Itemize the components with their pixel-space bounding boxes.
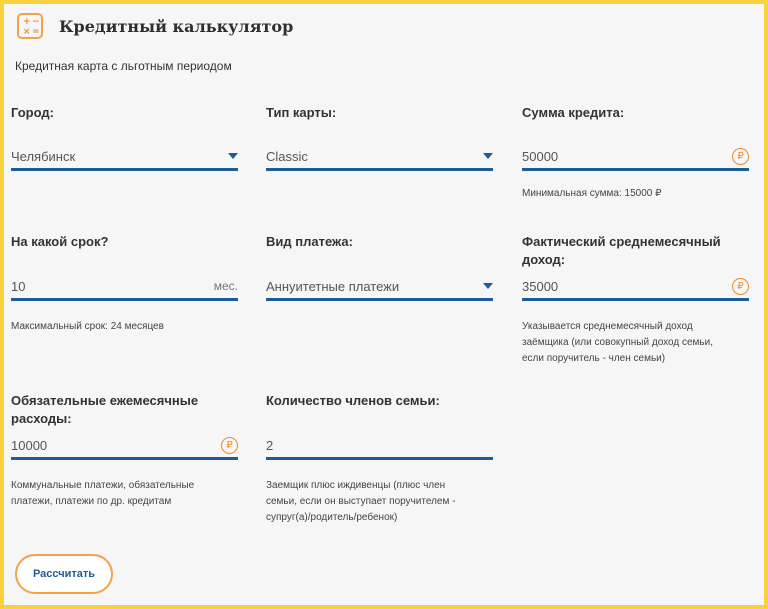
income-hint: Указывается среднемесячный доход заёмщик… [522, 321, 713, 364]
ruble-icon: ₽ [732, 277, 749, 295]
header: + − × = Кредитный калькулятор [17, 12, 293, 40]
ruble-icon: ₽ [732, 147, 749, 165]
calculator-icon: + − × = [17, 13, 43, 39]
term-unit: мес. [213, 279, 238, 293]
income-input[interactable]: 35000 ₽ [522, 274, 749, 301]
loan-amount-label: Сумма кредита: [522, 105, 625, 120]
city-field: Город: Челябинск [11, 104, 238, 171]
term-field: На какой срок? 10 мес. Максимальный срок… [11, 233, 238, 332]
payment-type-label: Вид платежа: [266, 234, 353, 249]
term-input[interactable]: 10 мес. [11, 274, 238, 301]
income-label: Фактический среднемесячный доход: [522, 234, 721, 267]
city-value: Челябинск [11, 148, 76, 164]
loan-amount-value: 50000 [522, 148, 559, 164]
expenses-value: 10000 [11, 437, 48, 453]
family-field: Количество членов семьи: 2 Заемщик плюс … [266, 392, 493, 523]
card-type-value: Classic [266, 148, 308, 164]
family-label: Количество членов семьи: [266, 393, 440, 408]
chevron-down-icon [228, 153, 238, 159]
family-value: 2 [266, 437, 274, 453]
chevron-down-icon [483, 153, 493, 159]
term-value: 10 [11, 278, 26, 294]
ruble-icon: ₽ [221, 436, 238, 454]
expenses-hint: Коммунальные платежи, обязательные плате… [11, 480, 195, 507]
term-label: На какой срок? [11, 234, 109, 249]
loan-amount-field: Сумма кредита: 50000 ₽ Минимальная сумма… [522, 104, 749, 199]
family-hint: Заемщик плюс иждивенцы (плюс член семьи,… [266, 480, 456, 523]
expenses-input[interactable]: 10000 ₽ [11, 433, 238, 460]
card-type-select[interactable]: Classic [266, 144, 493, 171]
card-type-label: Тип карты: [266, 105, 337, 120]
term-hint: Максимальный срок: 24 месяцев [11, 321, 164, 332]
chevron-down-icon [483, 283, 493, 289]
expenses-field: Обязательные ежемесячные расходы: 10000 … [11, 392, 238, 507]
payment-type-select[interactable]: Аннуитетные платежи [266, 274, 493, 301]
payment-type-value: Аннуитетные платежи [266, 278, 400, 294]
loan-amount-input[interactable]: 50000 ₽ [522, 144, 749, 171]
calculate-button[interactable]: Рассчитать [15, 554, 113, 594]
page-title: Кредитный калькулятор [59, 16, 294, 36]
family-input[interactable]: 2 [266, 433, 493, 460]
loan-amount-hint: Минимальная сумма: 15000 ₽ [522, 188, 662, 199]
city-label: Город: [11, 105, 54, 120]
income-value: 35000 [522, 278, 559, 294]
payment-type-field: Вид платежа: Аннуитетные платежи [266, 233, 493, 301]
city-select[interactable]: Челябинск [11, 144, 238, 171]
card-type-field: Тип карты: Classic [266, 104, 493, 171]
income-field: Фактический среднемесячный доход: 35000 … [522, 233, 749, 364]
subtitle: Кредитная карта с льготным периодом [15, 59, 232, 73]
expenses-label: Обязательные ежемесячные расходы: [11, 393, 199, 426]
